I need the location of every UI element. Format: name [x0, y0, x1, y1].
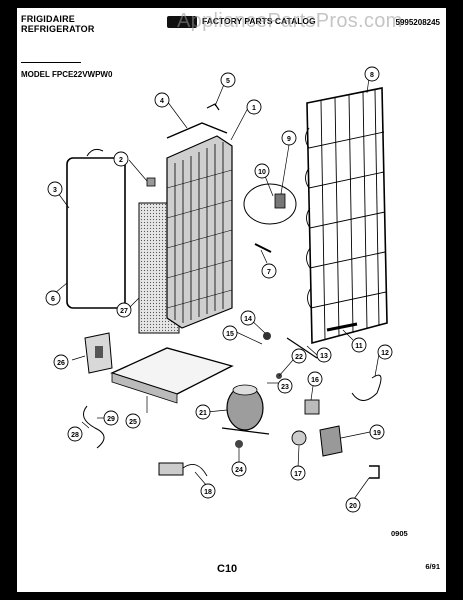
bracket-slot — [95, 346, 103, 358]
svg-text:11: 11 — [355, 343, 363, 350]
catalog-title: FACTORY PARTS CATALOG — [202, 16, 316, 26]
svg-text:6: 6 — [51, 296, 55, 303]
gasket-wire — [86, 148, 104, 157]
callout-6: 6 — [45, 290, 61, 306]
svg-text:9: 9 — [287, 136, 291, 143]
diagram-code: 0905 — [391, 529, 408, 538]
screw — [254, 243, 272, 253]
relay-cover — [319, 425, 343, 457]
callout-11: 11 — [351, 337, 367, 353]
brand-block: FRIGIDAIRE REFRIGERATOR — [21, 14, 95, 34]
start-relay — [304, 399, 320, 415]
callout-16: 16 — [307, 371, 323, 387]
svg-text:8: 8 — [370, 72, 374, 79]
brand-logo-icon — [167, 16, 197, 28]
brand-name: FRIGIDAIRE — [21, 14, 76, 24]
callout-21: 21 — [195, 404, 211, 420]
svg-text:4: 4 — [160, 98, 164, 105]
base-pan-edge — [111, 372, 178, 404]
callout-10: 10 — [254, 163, 270, 179]
svg-text:21: 21 — [199, 410, 207, 417]
svg-text:1: 1 — [252, 105, 256, 112]
svg-text:3: 3 — [53, 187, 57, 194]
capacitor-leads — [182, 463, 208, 477]
callout-29: 29 — [103, 410, 119, 426]
parts-diagram-sheet: FRIGIDAIRE REFRIGERATOR FACTORY PARTS CA… — [17, 8, 446, 592]
callout-13: 13 — [316, 347, 332, 363]
filter-drier — [326, 322, 358, 332]
callout-8: 8 — [364, 66, 380, 82]
svg-text:29: 29 — [107, 416, 115, 423]
callout-23: 23 — [277, 378, 293, 394]
header-rule — [21, 62, 81, 63]
callout-4: 4 — [154, 92, 170, 108]
callout-1: 1 — [246, 99, 262, 115]
svg-text:22: 22 — [295, 354, 303, 361]
svg-text:23: 23 — [281, 384, 289, 391]
svg-text:25: 25 — [129, 419, 137, 426]
svg-text:20: 20 — [349, 503, 357, 510]
publication-number: 5995208245 — [395, 18, 441, 27]
detail-inset-circle — [243, 183, 297, 225]
thermostat-clip — [206, 103, 220, 111]
svg-text:28: 28 — [71, 432, 79, 439]
callout-25: 25 — [125, 413, 141, 429]
svg-text:17: 17 — [294, 471, 302, 478]
gasket-panel — [66, 157, 126, 309]
product-type: REFRIGERATOR — [21, 24, 95, 34]
callout-24: 24 — [231, 461, 247, 477]
callout-15: 15 — [222, 325, 238, 341]
callout-18: 18 — [200, 483, 216, 499]
svg-text:19: 19 — [373, 430, 381, 437]
svg-text:12: 12 — [381, 350, 389, 357]
page-code: C10 — [217, 563, 238, 575]
svg-text:2: 2 — [119, 157, 123, 164]
model-number: MODEL FPCE22VWPW0 — [21, 70, 113, 79]
wire-harness — [351, 374, 382, 401]
callout-14: 14 — [240, 310, 256, 326]
grommet — [263, 332, 271, 340]
condenser-coil — [305, 87, 388, 345]
callout-28: 28 — [67, 426, 83, 442]
retainer-clip — [146, 177, 156, 187]
exploded-view-diagram: 1 2 3 4 5 6 7 8 9 10 11 12 13 14 15 16 1… — [45, 66, 393, 513]
callout-12: 12 — [377, 344, 393, 360]
capillary-tube — [286, 337, 318, 359]
svg-text:26: 26 — [57, 360, 65, 367]
run-capacitor — [158, 462, 184, 476]
callout-5: 5 — [220, 72, 236, 88]
callout-2: 2 — [113, 151, 129, 167]
site-watermark: AppliancePartsPros.com — [177, 10, 403, 32]
svg-text:15: 15 — [226, 331, 234, 338]
mounting-bracket — [274, 193, 286, 209]
evaporator-coil — [166, 135, 233, 329]
svg-text:16: 16 — [311, 377, 319, 384]
svg-text:14: 14 — [244, 316, 252, 323]
tube-assembly — [166, 122, 228, 139]
svg-text:24: 24 — [235, 467, 243, 474]
overload-protector — [291, 430, 307, 446]
callout-27: 27 — [116, 302, 132, 318]
revision-date: 6/91 — [425, 562, 440, 571]
svg-text:5: 5 — [226, 78, 230, 85]
callout-20: 20 — [345, 497, 361, 513]
callout-26: 26 — [53, 354, 69, 370]
callout-7: 7 — [261, 263, 277, 279]
callout-19: 19 — [369, 424, 385, 440]
callout-9: 9 — [281, 130, 297, 146]
callout-3: 3 — [47, 181, 63, 197]
svg-text:18: 18 — [204, 489, 212, 496]
callout-22: 22 — [291, 348, 307, 364]
compressor — [221, 384, 270, 435]
svg-text:7: 7 — [267, 269, 271, 276]
svg-text:10: 10 — [258, 169, 266, 176]
compressor-grommet — [235, 440, 243, 448]
callout-17: 17 — [290, 465, 306, 481]
retaining-clip — [369, 465, 380, 479]
power-cord — [82, 405, 105, 449]
svg-text:27: 27 — [120, 308, 128, 315]
svg-text:13: 13 — [320, 353, 328, 360]
